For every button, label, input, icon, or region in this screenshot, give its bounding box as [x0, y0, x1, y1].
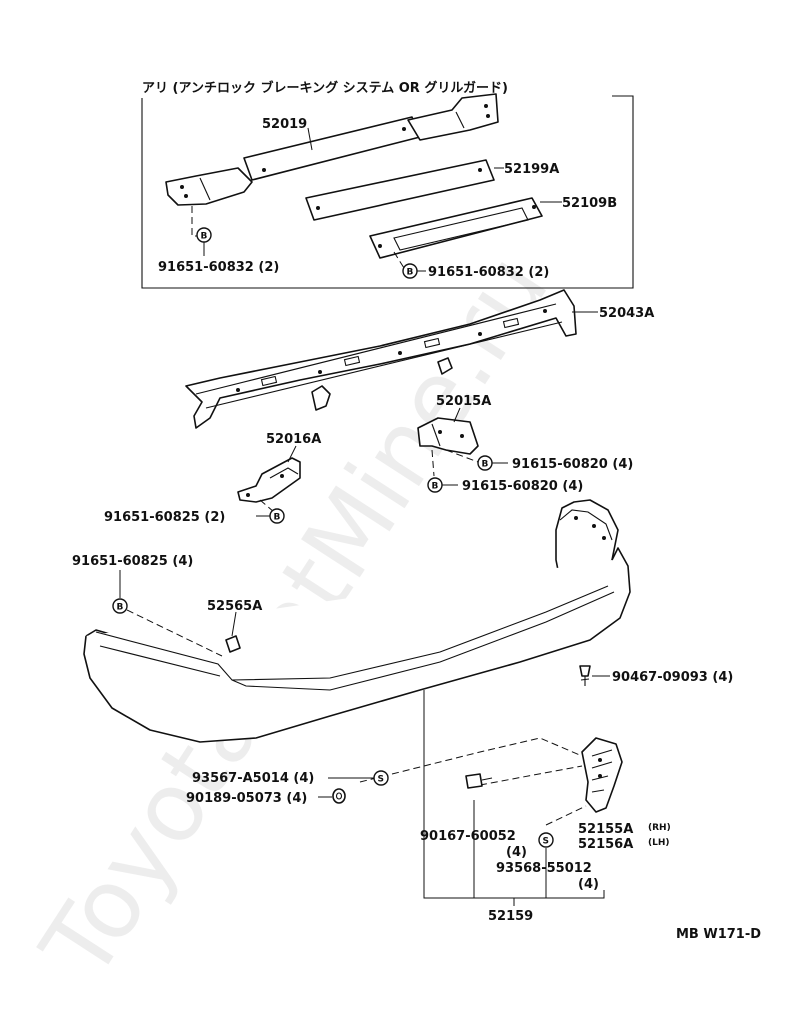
screw-symbol-93567: S [373, 770, 389, 786]
label-91651-60825-2: 91651-60825 (2) [104, 510, 225, 525]
part-90167-bolt [465, 773, 493, 789]
label-52156A: 52156A [578, 837, 633, 852]
screw-symbol-93568: S [538, 832, 554, 848]
diagram-code: MB W171-D [676, 927, 761, 942]
part-52043A-reinforcement [185, 289, 577, 429]
label-91615-60820-b: 91615-60820 (4) [462, 479, 583, 494]
label-52155A: 52155A [578, 822, 633, 837]
label-91651-60825-4: 91651-60825 (4) [72, 554, 193, 569]
label-52156A-side: (LH) [648, 838, 670, 848]
svg-text:B: B [274, 513, 281, 523]
option-box [141, 95, 634, 289]
label-90167-60052: 90167-60052 [420, 829, 516, 844]
label-91615-60820-a: 91615-60820 (4) [512, 457, 633, 472]
part-90467-screw [579, 665, 591, 686]
bolt-symbol-52015A-b: B [427, 477, 443, 493]
label-52159: 52159 [488, 909, 533, 924]
label-91651-60832-left: 91651-60832 (2) [158, 260, 279, 275]
label-52043A: 52043A [599, 306, 654, 321]
label-90467-09093: 90467-09093 (4) [612, 670, 733, 685]
part-90189-nut [332, 788, 346, 804]
part-52016A-bracket [237, 457, 301, 503]
part-52015A-bracket [417, 417, 479, 455]
label-93568-55012: 93568-55012 [496, 861, 592, 876]
bolt-symbol-52015A-a: B [477, 455, 493, 471]
label-52565A: 52565A [207, 599, 262, 614]
svg-text:B: B [432, 482, 439, 492]
part-52109B-plate [369, 197, 543, 259]
svg-text:B: B [117, 603, 124, 613]
part-52199A-plate [305, 159, 495, 221]
svg-text:S: S [543, 837, 549, 847]
option-title: アリ (アンチロック ブレーキング システム OR グリルガード) [142, 80, 508, 96]
label-52199A: 52199A [504, 162, 559, 177]
label-90189-05073: 90189-05073 (4) [186, 791, 307, 806]
label-52155A-side: (RH) [648, 823, 671, 833]
svg-text:B: B [201, 232, 208, 242]
bolt-symbol-bumper: B [112, 598, 128, 614]
svg-text:B: B [407, 268, 414, 278]
bolt-symbol-52016A: B [269, 508, 285, 524]
label-52019: 52019 [262, 117, 307, 132]
bolt-symbol-right-box: B [402, 263, 418, 279]
part-52565A-clip [225, 635, 241, 653]
bolt-symbol-left-box: B [196, 227, 212, 243]
part-bumper-cover [83, 499, 631, 743]
label-52109B: 52109B [562, 196, 617, 211]
svg-text:B: B [482, 460, 489, 470]
label-52015A: 52015A [436, 394, 491, 409]
part-52019-bracket [165, 93, 499, 206]
part-52155A-retainer [581, 737, 623, 813]
label-93568-55012-qty: (4) [578, 877, 599, 892]
label-93567-A5014: 93567-A5014 (4) [192, 771, 314, 786]
svg-text:S: S [378, 775, 384, 785]
label-90167-60052-qty: (4) [506, 845, 527, 860]
label-52016A: 52016A [266, 432, 321, 447]
label-91651-60832-right: 91651-60832 (2) [428, 265, 549, 280]
